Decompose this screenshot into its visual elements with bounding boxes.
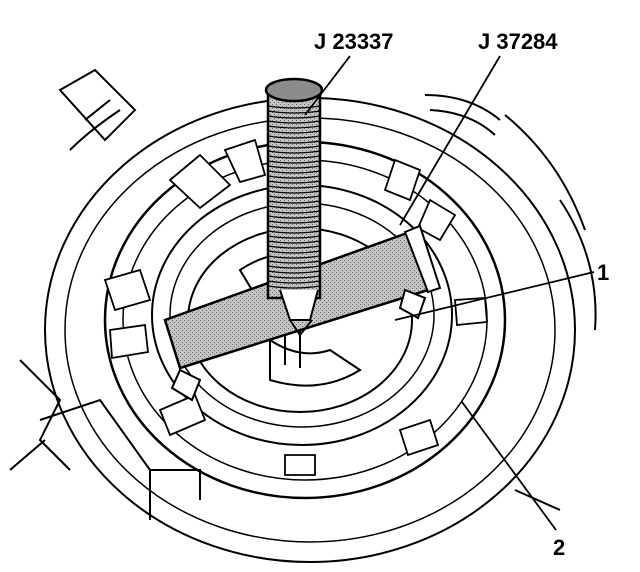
rod-thread — [267, 220, 321, 224]
rod-thread — [267, 185, 321, 189]
rod-thread — [267, 175, 321, 179]
rod-thread — [267, 210, 321, 214]
rod-thread — [267, 180, 321, 184]
rod-thread — [267, 285, 321, 289]
leader-lines — [304, 55, 595, 531]
rod-thread — [267, 165, 321, 169]
leader-j37284 — [399, 55, 501, 226]
callout-j37284: J 37284 — [478, 29, 558, 54]
rod-thread — [267, 280, 321, 284]
rod-thread — [267, 110, 321, 114]
rod-thread — [267, 225, 321, 229]
rod-thread — [267, 205, 321, 209]
housing-outline — [9, 68, 597, 520]
rod-thread — [267, 230, 321, 234]
rod-thread — [267, 115, 321, 119]
rod-thread — [267, 130, 321, 134]
rod-thread — [267, 200, 321, 204]
rod-thread — [267, 145, 321, 149]
rod-thread — [267, 140, 321, 144]
rod-thread — [267, 135, 321, 139]
rod-thread — [267, 275, 321, 279]
rod-thread — [267, 120, 321, 124]
rod-thread — [267, 105, 321, 109]
rod-thread — [267, 255, 321, 259]
rod-thread — [267, 125, 321, 129]
callout-item-2: 2 — [553, 535, 566, 560]
rod-thread — [267, 155, 321, 159]
rod-thread — [267, 260, 321, 264]
threaded-rod — [264, 77, 324, 337]
leader-item-1 — [394, 271, 595, 321]
rod-thread — [267, 190, 321, 194]
rod-thread — [267, 270, 321, 274]
callout-item-1: 1 — [597, 260, 610, 285]
rod-thread — [267, 150, 321, 154]
rod-thread — [267, 265, 321, 269]
rod-thread — [267, 160, 321, 164]
rod-thread — [267, 170, 321, 174]
rod-thread — [267, 215, 321, 219]
rod-thread — [267, 195, 321, 199]
leader-item-2 — [461, 401, 557, 531]
rod-thread — [267, 240, 321, 244]
leader-j23337 — [304, 55, 351, 116]
rod-thread — [267, 250, 321, 254]
rod-thread — [267, 235, 321, 239]
ring-tabs — [103, 138, 488, 476]
callout-j23337: J 23337 — [314, 29, 394, 54]
rod-thread — [267, 245, 321, 249]
